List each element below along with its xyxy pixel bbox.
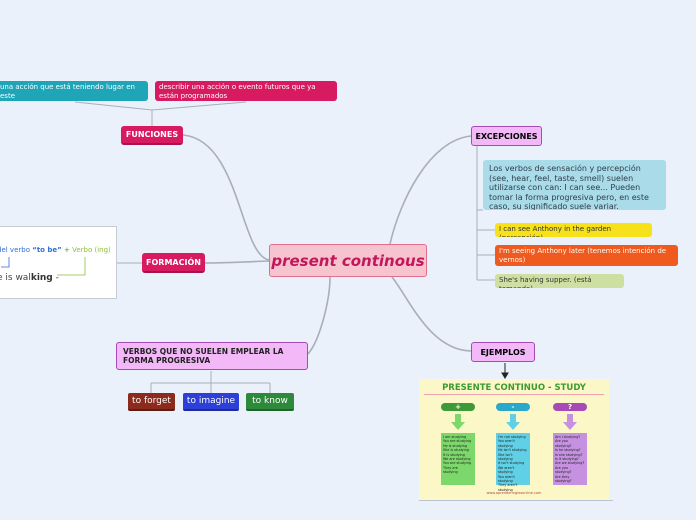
excepciones-example-3[interactable]: She's having supper. (está tomando) bbox=[495, 274, 624, 288]
formacion-image[interactable]: del verbo “to be” + Verbo (ing) e is wal… bbox=[0, 226, 117, 299]
affirmative-box: I am studying You are studying He is stu… bbox=[441, 433, 475, 485]
arrow-down-icon bbox=[563, 414, 577, 430]
funciones-leaf-1[interactable]: una acción que está teniendo lugar en es… bbox=[0, 81, 148, 101]
verb-to-know[interactable]: to know bbox=[246, 393, 294, 411]
ejemplos-arrows bbox=[451, 414, 577, 430]
branch-ejemplos[interactable]: EJEMPLOS bbox=[471, 342, 535, 362]
ejemplos-image-title: PRESENTE CONTINUO - STUDY bbox=[442, 383, 586, 393]
excepciones-example-2[interactable]: I'm seeing Anthony later (tenemos intenc… bbox=[495, 245, 678, 266]
affirmative-sign: + bbox=[441, 403, 475, 411]
excepciones-example-1[interactable]: I can see Anthony in the garden (percepc… bbox=[495, 223, 652, 237]
branch-excepciones[interactable]: EXCEPCIONES bbox=[471, 126, 542, 146]
verb-to-imagine[interactable]: to imagine bbox=[183, 393, 239, 411]
branch-verbos[interactable]: VERBOS QUE NO SUELEN EMPLEAR LA FORMA PR… bbox=[116, 342, 308, 370]
verb-to-forget[interactable]: to forget bbox=[128, 393, 175, 411]
excepciones-note[interactable]: Los verbos de sensación y percepción (se… bbox=[483, 160, 666, 210]
formacion-formula: del verbo “to be” + Verbo (ing) bbox=[0, 246, 111, 254]
ejemplos-image-footer: www.aprenderinglesonline.com bbox=[486, 491, 542, 495]
funciones-leaf-2[interactable]: describir una acción o evento futuros qu… bbox=[155, 81, 337, 101]
question-sign: ? bbox=[553, 403, 587, 411]
branch-formacion[interactable]: FORMACIÓN bbox=[142, 253, 205, 273]
ejemplos-image[interactable]: PRESENTE CONTINUO - STUDY + - ? I am stu… bbox=[419, 379, 609, 500]
negative-sign: - bbox=[496, 403, 530, 411]
central-topic[interactable]: present continous bbox=[269, 244, 427, 277]
branch-funciones[interactable]: FUNCIONES bbox=[121, 126, 183, 145]
formacion-bracket bbox=[1, 257, 86, 276]
arrow-down-icon bbox=[451, 414, 465, 430]
ejemplos-image-divider bbox=[424, 394, 604, 395]
arrow-down-icon bbox=[506, 414, 520, 430]
ejemplos-image-underline bbox=[419, 500, 613, 501]
negative-box: I'm not studying You aren't studying He … bbox=[496, 433, 530, 492]
interrogative-box: Am I studying? Are you studying? Is he s… bbox=[553, 433, 587, 485]
formacion-example: e is walking - bbox=[0, 273, 59, 283]
